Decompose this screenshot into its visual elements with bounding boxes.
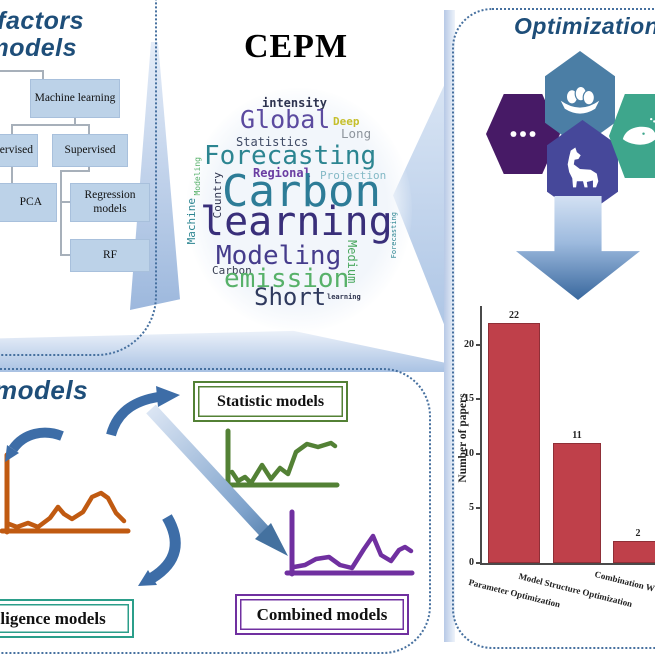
word-cloud-word: Machine bbox=[185, 198, 198, 245]
bar-0 bbox=[488, 323, 540, 563]
wolf-icon bbox=[567, 147, 598, 187]
whale-icon bbox=[622, 117, 655, 145]
bar-value-label: 11 bbox=[572, 430, 582, 441]
top-left-title-line2: models bbox=[0, 34, 77, 62]
flow-connector bbox=[60, 201, 72, 203]
word-cloud-word: Carbon bbox=[222, 166, 381, 217]
flow-connector bbox=[60, 170, 62, 256]
word-cloud-word: Medium bbox=[345, 240, 359, 284]
y-tick-label: 20 bbox=[464, 338, 474, 350]
right-panel-edge-shading bbox=[444, 10, 455, 642]
optimization-title: Optimization bbox=[514, 13, 655, 39]
x-axis bbox=[480, 563, 655, 565]
bar-value-label: 2 bbox=[635, 528, 641, 539]
word-cloud-word: learning bbox=[200, 199, 393, 245]
y-tick-mark bbox=[476, 452, 481, 455]
word-cloud-word: learning bbox=[327, 293, 361, 301]
nest-eggs-icon bbox=[560, 85, 600, 114]
word-cloud-word: Regional bbox=[253, 166, 311, 180]
y-tick-mark bbox=[476, 343, 481, 346]
flow-box-pca: PCA bbox=[0, 183, 57, 222]
flow-connector bbox=[11, 124, 13, 134]
y-tick-label: 10 bbox=[464, 447, 474, 459]
y-tick-mark bbox=[476, 398, 481, 401]
flow-connector bbox=[60, 254, 72, 256]
flow-connector bbox=[88, 124, 90, 134]
flow-box-regression-models: Regression models bbox=[70, 183, 150, 222]
y-tick-label: 5 bbox=[469, 502, 474, 514]
flow-box-machine-learning: Machine learning bbox=[30, 79, 120, 118]
word-cloud-word: Modeling bbox=[193, 157, 202, 196]
bar-1 bbox=[553, 443, 601, 563]
flow-connector bbox=[11, 124, 90, 126]
y-tick-label: 0 bbox=[469, 557, 474, 568]
y-tick-mark bbox=[476, 562, 481, 564]
y-tick-label: 15 bbox=[464, 393, 474, 405]
panel-influencing-factors bbox=[0, 0, 157, 356]
flow-connector bbox=[42, 70, 44, 80]
word-cloud-word: Projection bbox=[320, 169, 387, 182]
combined-models-box: Combined models bbox=[235, 594, 409, 635]
word-cloud-word: Forecasting bbox=[204, 141, 377, 171]
word-cloud-word: emission bbox=[224, 264, 350, 294]
bottom-left-title: models bbox=[0, 375, 89, 405]
flow-connector bbox=[11, 167, 13, 183]
top-left-title-line1: n factors bbox=[0, 7, 84, 35]
word-cloud-word: intensity bbox=[262, 96, 328, 110]
intelligence-models-box: intelligence models bbox=[0, 599, 134, 638]
bar-value-label: 22 bbox=[509, 310, 519, 321]
flow-box-supervised: Supervised bbox=[52, 134, 128, 167]
flow-box-rf: RF bbox=[70, 239, 150, 272]
panel-optimization bbox=[452, 8, 655, 649]
word-cloud-word: Statistics bbox=[236, 135, 309, 149]
word-cloud-word: Global bbox=[240, 105, 331, 134]
word-cloud-word: Long bbox=[341, 126, 372, 141]
panel-prediction-models bbox=[0, 368, 431, 654]
word-cloud-word: Deep bbox=[333, 115, 360, 128]
y-axis bbox=[480, 306, 482, 565]
word-cloud-word: Short bbox=[254, 283, 327, 311]
y-tick-mark bbox=[476, 507, 481, 510]
ellipsis-icon bbox=[510, 131, 536, 137]
flow-connector bbox=[60, 170, 90, 172]
cepm-title: CEPM bbox=[243, 28, 349, 65]
statistic-models-box: Statistic models bbox=[193, 381, 348, 422]
flow-connector bbox=[88, 167, 90, 172]
flow-connector bbox=[0, 70, 44, 72]
bar-2 bbox=[613, 541, 655, 563]
x-category-label: Combination W bbox=[593, 569, 655, 594]
word-cloud-word: Forecasting bbox=[390, 212, 398, 259]
y-axis-label: Number of papers bbox=[457, 393, 469, 483]
word-cloud-word: Carbon bbox=[212, 264, 252, 277]
word-cloud-word: Modeling bbox=[216, 241, 342, 271]
word-cloud-background bbox=[186, 88, 412, 332]
flow-connector bbox=[74, 118, 76, 125]
flow-box-unsupervised: Unsupervised bbox=[0, 134, 38, 167]
